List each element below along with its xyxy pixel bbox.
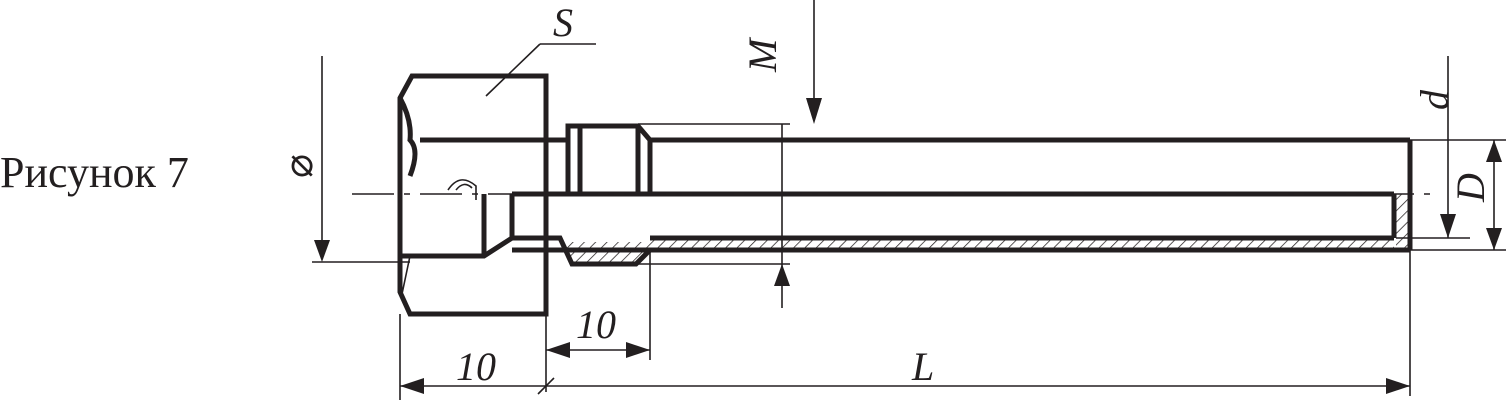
label-dim-10-short: 10 (576, 302, 616, 347)
dim-10-short (546, 342, 650, 358)
diameter-dimension (312, 56, 410, 263)
label-length: L (911, 344, 934, 389)
tube-wall-hatch (650, 240, 1394, 249)
thread-section-hatch (560, 242, 650, 264)
extension-lines (399, 250, 1411, 400)
outer-diameter-dimension (1410, 139, 1506, 251)
tube-tip-hatch (1396, 194, 1408, 248)
s-leader (485, 43, 596, 97)
thermowell-tube (512, 137, 1413, 253)
label-d-small: d (1412, 89, 1457, 110)
label-m: M (740, 36, 785, 73)
label-diameter: ⌀ (276, 154, 321, 178)
threaded-shank (546, 123, 653, 267)
figure-caption: Рисунок 7 (0, 148, 189, 197)
hex-nut-head (397, 73, 549, 317)
dim-length (546, 378, 1410, 394)
thread-diameter-dimension (636, 123, 790, 308)
m-arrow (806, 0, 822, 124)
inner-diameter-dimension (1396, 56, 1470, 239)
label-s: S (553, 0, 573, 45)
label-d-big: D (1448, 173, 1493, 203)
label-dim-10-head: 10 (456, 344, 496, 389)
